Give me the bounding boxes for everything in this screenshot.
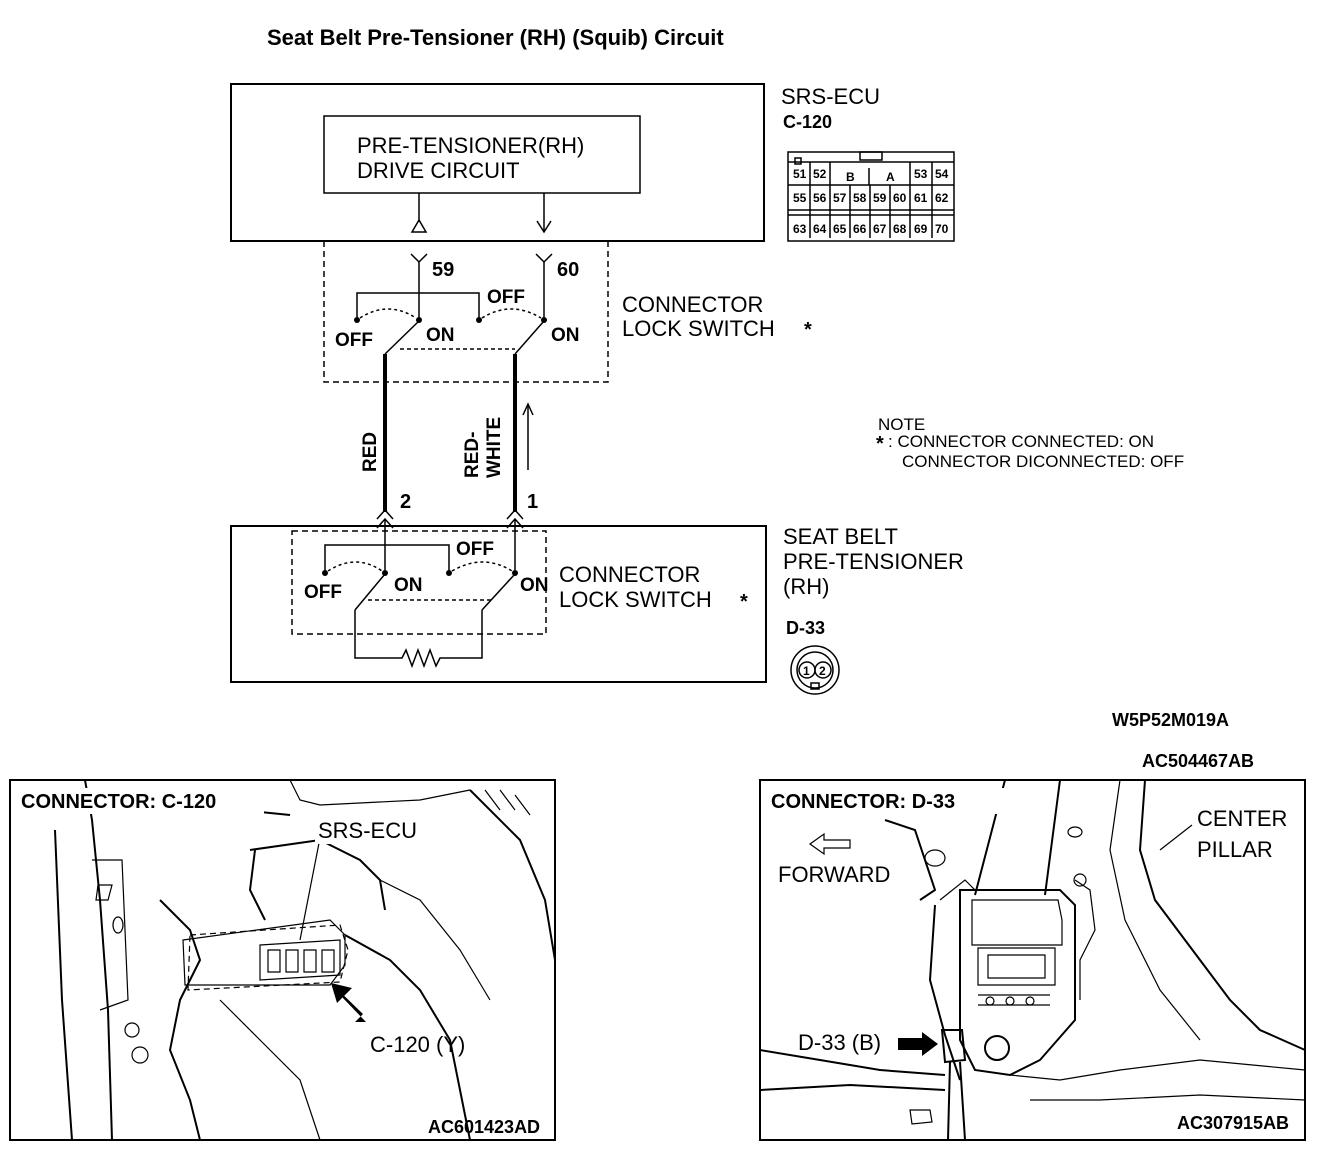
callout-leader (299, 837, 321, 941)
drive-circuit-line1: PRE-TENSIONER(RH) (357, 133, 584, 158)
output-terminal-icon (410, 218, 428, 233)
upper-lock-switch (323, 241, 609, 383)
note-line2: CONNECTOR DICONNECTED: OFF (902, 452, 1184, 471)
photo-d33-heading: CONNECTOR: D-33 (771, 791, 955, 813)
pin-label: 69 (914, 222, 928, 236)
photo-d33-callout-connector: D-33 (B) (798, 1030, 881, 1055)
harness-wires (376, 354, 534, 570)
wire-pin-1-label: 1 (527, 491, 538, 513)
diagram-code: W5P52M019A (1112, 710, 1229, 730)
pin-59-label: 59 (432, 259, 454, 281)
pretensioner-line3: (RH) (783, 574, 829, 599)
wire-color-red: RED (360, 432, 381, 472)
note-asterisk: * (876, 433, 884, 455)
switch-on-label: ON (394, 575, 423, 596)
pin-label: 61 (914, 191, 928, 205)
pin-label: 2 (819, 664, 826, 678)
photo-panel-d33 (759, 779, 1306, 1141)
note-line1: : CONNECTOR CONNECTED: ON (888, 432, 1154, 451)
photo-d33-forward: FORWARD (778, 862, 890, 887)
pin-label: 52 (813, 167, 827, 181)
pin-label: 62 (935, 191, 949, 205)
wire-pin-2-label: 2 (400, 491, 411, 513)
note-heading: NOTE (878, 415, 925, 434)
drive-circuit-line2: DRIVE CIRCUIT (357, 158, 520, 183)
lock-switch-asterisk: * (804, 319, 812, 341)
wire-color-red-white-line2: WHITE (484, 417, 505, 478)
pin-label: 54 (935, 167, 949, 181)
photo-c120-code: AC601423AD (428, 1117, 540, 1137)
pin-label: A (886, 170, 895, 184)
lock-switch-line1: CONNECTOR (559, 562, 700, 587)
pin-label: 56 (813, 191, 827, 205)
pin-60-label: 60 (557, 259, 579, 281)
callout-arrow-icon (898, 1032, 938, 1056)
pin-label: 63 (793, 222, 807, 236)
pin-label: 65 (833, 222, 847, 236)
pin-label: 1 (803, 664, 810, 678)
pin-label: 60 (893, 191, 907, 205)
ecu-connector-id: C-120 (783, 112, 832, 132)
pin-label: 57 (833, 191, 847, 205)
switch-off-label: OFF (487, 287, 525, 308)
switch-on-label: ON (520, 575, 549, 596)
photo-d33-pillar-line2: PILLAR (1197, 837, 1273, 862)
pin-label: 51 (793, 167, 807, 181)
pin-label: 70 (935, 222, 949, 236)
pretensioner-box (230, 525, 767, 683)
switch-on-label: ON (551, 325, 580, 346)
photo-c120-callout-ecu: SRS-ECU (318, 818, 417, 843)
input-arrow-icon (536, 220, 552, 234)
ecu-name: SRS-ECU (781, 84, 880, 109)
pin-label: B (846, 170, 855, 184)
lock-switch-line2: LOCK SWITCH (559, 587, 712, 612)
pretensioner-connector-id: D-33 (786, 618, 825, 638)
photo-c120-callout-connector: C-120 (Y) (370, 1032, 465, 1057)
forward-arrow-icon (808, 832, 851, 856)
c120-pinout: 51 52 B A 53 54 55 56 57 58 59 60 61 62 … (787, 151, 955, 242)
pin-label: 55 (793, 191, 807, 205)
switch-off-label: OFF (456, 539, 494, 560)
pin-label: 66 (853, 222, 867, 236)
pretensioner-line1: SEAT BELT (783, 524, 898, 549)
d33-pinout: 1 2 (790, 645, 840, 695)
pin-label: 58 (853, 191, 867, 205)
photo-panel-c120 (9, 779, 556, 1141)
lock-switch-asterisk: * (740, 591, 748, 613)
diagram-title: Seat Belt Pre-Tensioner (RH) (Squib) Cir… (267, 25, 724, 50)
drive-circuit-box (323, 115, 641, 194)
switch-on-label: ON (426, 325, 455, 346)
pin-label: 64 (813, 222, 827, 236)
pin-label: 59 (873, 191, 887, 205)
pin-label: 68 (893, 222, 907, 236)
figure-code: AC504467AB (1142, 751, 1254, 771)
switch-off-label: OFF (335, 330, 373, 351)
photo-d33-code: AC307915AB (1177, 1113, 1289, 1133)
pin-label: 67 (873, 222, 887, 236)
callout-leader (1159, 824, 1193, 851)
srs-ecu-box: PRE-TENSIONER(RH) DRIVE CIRCUIT (230, 83, 765, 242)
photo-c120-heading: CONNECTOR: C-120 (21, 791, 216, 813)
callout-arrow-icon (331, 983, 366, 1022)
lock-switch-line2: LOCK SWITCH (622, 316, 775, 341)
pretensioner-line2: PRE-TENSIONER (783, 549, 964, 574)
photo-d33-pillar-line1: CENTER (1197, 806, 1287, 831)
pin-label: 53 (914, 167, 928, 181)
current-direction-arrow-icon (522, 402, 534, 416)
wire-color-red-white-line1: RED- (462, 432, 483, 478)
switch-off-label: OFF (304, 582, 342, 603)
lock-switch-line1: CONNECTOR (622, 292, 763, 317)
